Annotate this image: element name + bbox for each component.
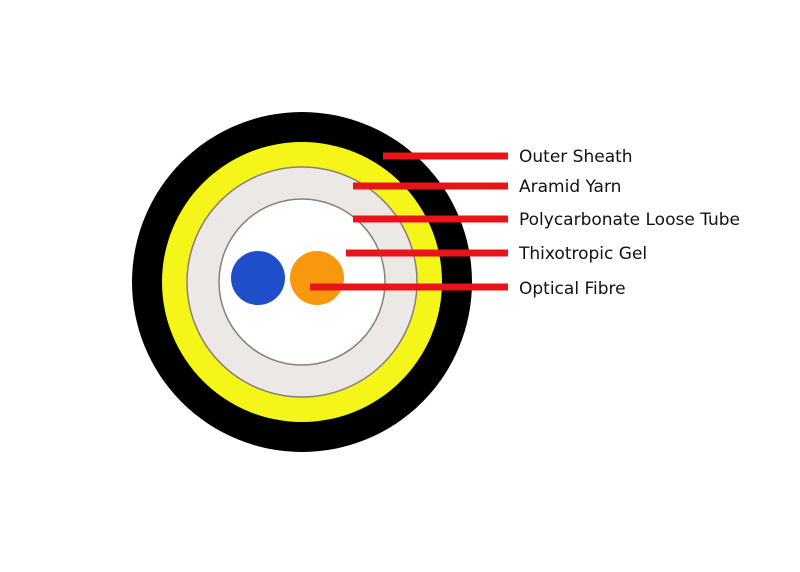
label-outer-sheath: Outer Sheath (519, 147, 633, 167)
label-optical-fibre: Optical Fibre (519, 279, 626, 299)
label-polycarbonate-loose-tube: Polycarbonate Loose Tube (519, 210, 740, 230)
optical-fibre-blue (231, 251, 285, 305)
optical-fibre-orange (290, 251, 344, 305)
label-thixotropic-gel: Thixotropic Gel (518, 244, 647, 264)
label-aramid-yarn: Aramid Yarn (519, 177, 621, 197)
